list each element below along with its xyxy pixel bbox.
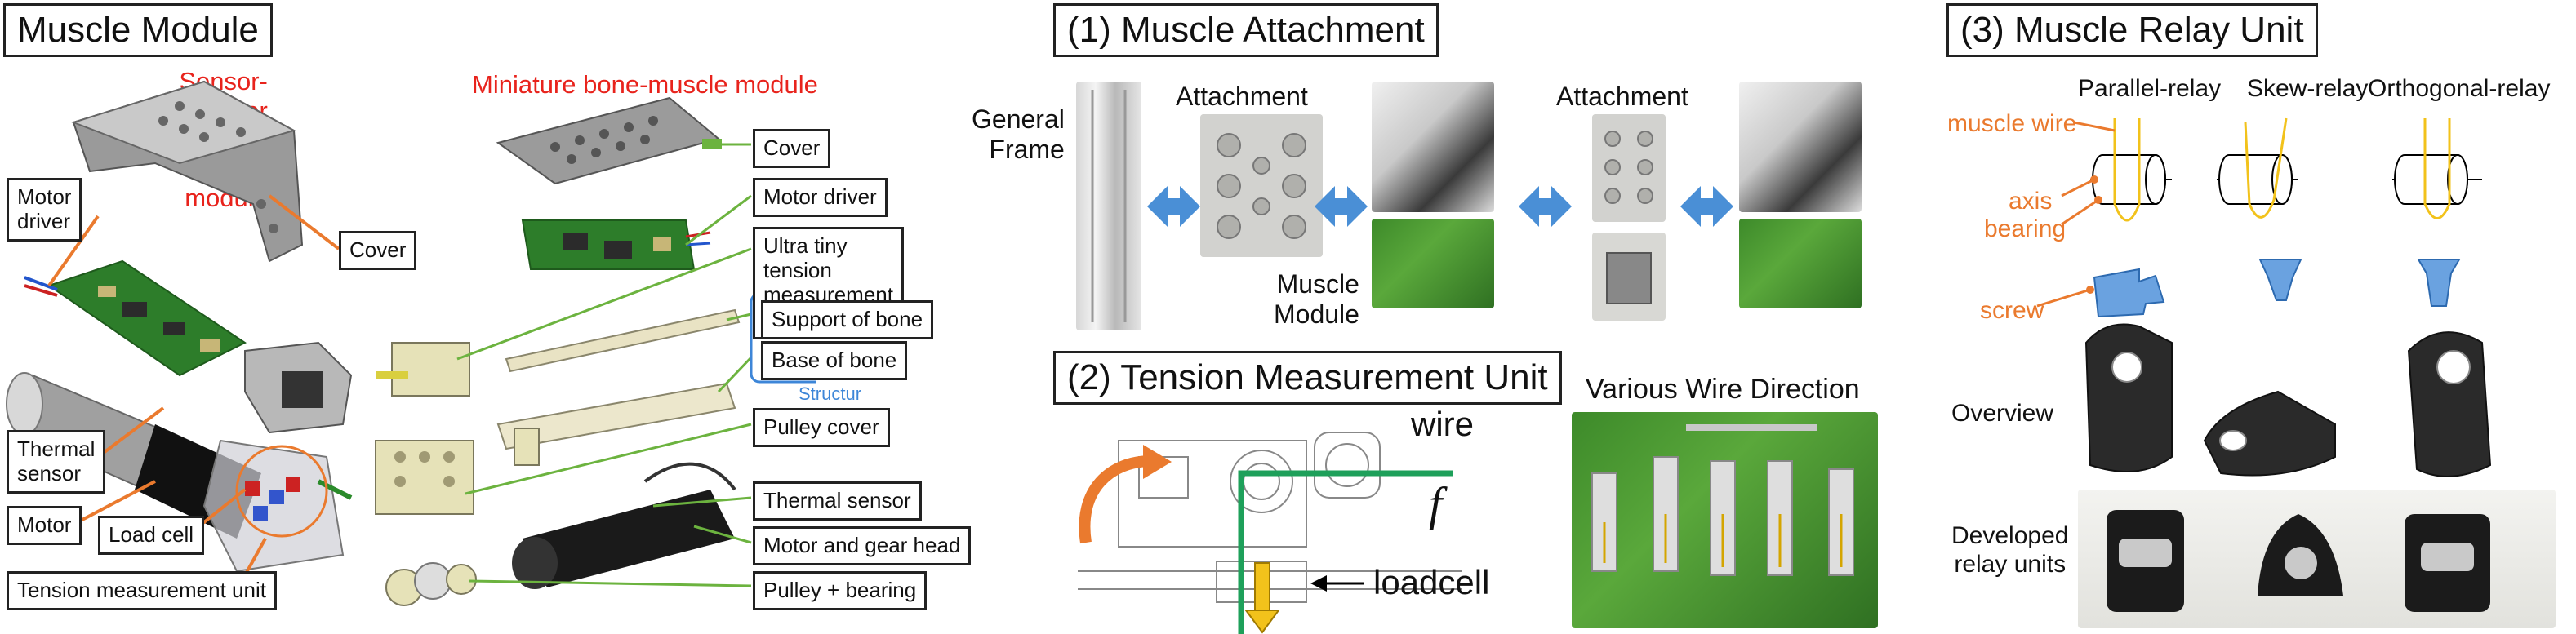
overview-label: Overview: [1951, 400, 2054, 427]
label-thermal-sensor-left: Thermal sensor: [7, 430, 106, 494]
attachment-label-1: Attachment: [1176, 82, 1308, 111]
label-motor-driver: Motor driver: [7, 178, 82, 242]
muscle-module-photo-2: [1739, 82, 1862, 212]
muscle-wire-label: muscle wire: [1947, 110, 2077, 137]
label-base-of-bone: Base of bone: [761, 341, 908, 380]
tension-unit-title: (2) Tension Measurement Unit: [1053, 351, 1562, 405]
attachment-label-2: Attachment: [1556, 82, 1688, 111]
loadcell-label: loadcell: [1373, 563, 1490, 601]
column-skew-relay: Skew-relay: [2247, 75, 2369, 102]
wire-label: wire: [1411, 405, 1475, 443]
axis-label: axis: [2009, 188, 2053, 215]
muscle-module-label: Muscle Module: [1274, 269, 1359, 329]
various-wire-direction-label: Various Wire Direction: [1586, 374, 1860, 405]
muscle-attachment-title: (1) Muscle Attachment: [1053, 3, 1439, 57]
label-motor-driver-right: Motor driver: [753, 178, 888, 217]
label-motor-gear-head: Motor and gear head: [753, 526, 972, 565]
general-frame-label: General Frame: [972, 104, 1065, 164]
muscle-module-title: Muscle Module: [3, 3, 273, 57]
muscle-relay-title: (3) Muscle Relay Unit: [1946, 3, 2318, 57]
label-cover-left: Cover: [339, 231, 417, 270]
label-motor: Motor: [7, 506, 82, 545]
bearing-label: bearing: [1984, 215, 2067, 242]
miniature-module-caption: Miniature bone-muscle module: [472, 70, 818, 99]
label-pulley-bearing: Pulley + bearing: [753, 571, 928, 610]
force-symbol: f: [1429, 477, 1443, 530]
label-load-cell: Load cell: [98, 516, 205, 555]
general-frame-photo: [1076, 82, 1141, 330]
label-thermal-sensor-right: Thermal sensor: [753, 481, 922, 521]
column-parallel-relay: Parallel-relay: [2078, 75, 2222, 102]
muscle-module-green-photo-2: [1739, 219, 1862, 308]
label-cover-right: Cover: [753, 129, 831, 168]
label-support-of-bone: Support of bone: [761, 300, 934, 339]
muscle-module-green-photo-1: [1372, 219, 1494, 308]
column-orthogonal-relay: Orthogonal-relay: [2368, 75, 2551, 102]
label-tension-measurement-unit: Tension measurement unit: [7, 571, 277, 610]
screw-label: screw: [1980, 297, 2044, 324]
label-structure: Structur: [799, 384, 862, 404]
label-pulley-cover: Pulley cover: [753, 408, 890, 447]
muscle-module-photo-1: [1372, 82, 1494, 212]
attachment-plate-photo-2: [1592, 114, 1666, 222]
miniature-module-illustration: [375, 96, 816, 606]
developed-relay-units-label: Developed relay units: [1951, 522, 2069, 578]
